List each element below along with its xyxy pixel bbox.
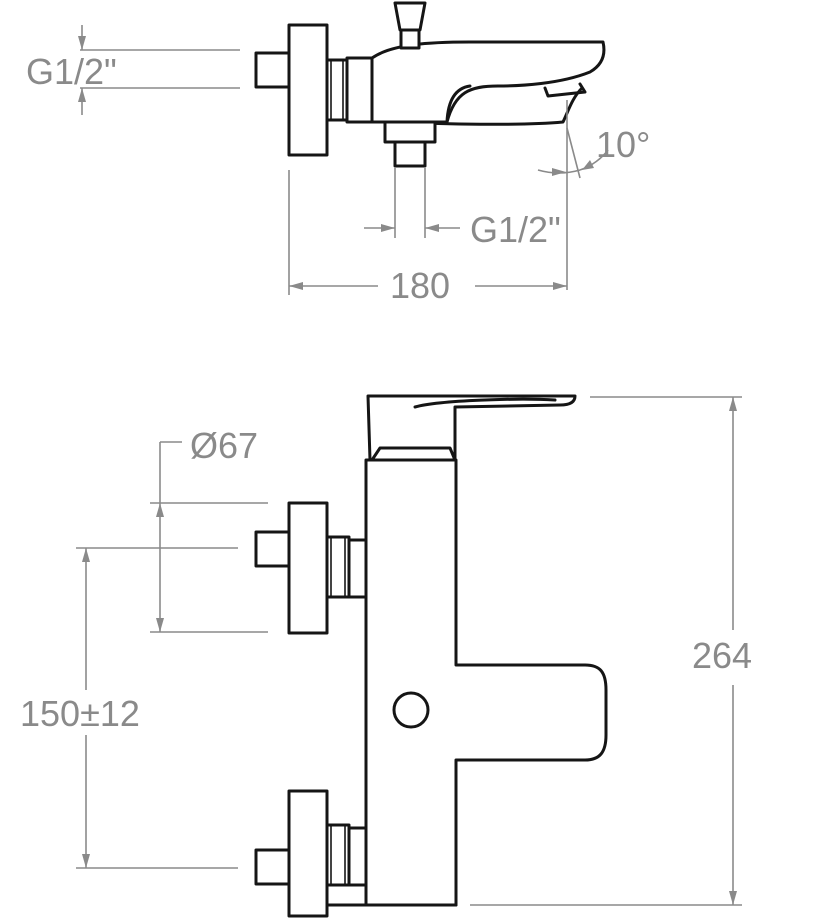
label-spout-angle: 10° xyxy=(596,124,650,165)
top-body xyxy=(345,56,374,124)
lower-handle-disk xyxy=(287,789,329,918)
top-spout-outlet xyxy=(543,82,587,98)
top-handle-disk xyxy=(287,23,329,157)
upper-handle-disk xyxy=(287,501,329,635)
label-total-height: 264 xyxy=(692,635,752,676)
upper-inlet-stub xyxy=(254,530,292,568)
diverter-button xyxy=(392,691,430,729)
lever-handle xyxy=(366,394,577,462)
label-inlet-thread-top: G1/2" xyxy=(26,51,117,92)
outlet-connector xyxy=(383,120,437,144)
label-inlet-spacing: 150±12 xyxy=(20,693,140,734)
top-hex-nut xyxy=(325,58,349,122)
front-view: Ø67 150±12 264 xyxy=(20,394,752,918)
top-inlet-stub xyxy=(254,51,292,89)
label-handle-diameter: Ø67 xyxy=(190,425,258,466)
lower-inlet-stub xyxy=(254,848,292,886)
label-total-width: 180 xyxy=(390,265,450,306)
diverter-knob xyxy=(393,1,427,32)
top-spout xyxy=(370,40,606,124)
top-view: G1/2" 10° G1/2" 180 xyxy=(26,1,650,306)
label-outlet-thread: G1/2" xyxy=(470,209,561,250)
front-body xyxy=(364,458,608,907)
